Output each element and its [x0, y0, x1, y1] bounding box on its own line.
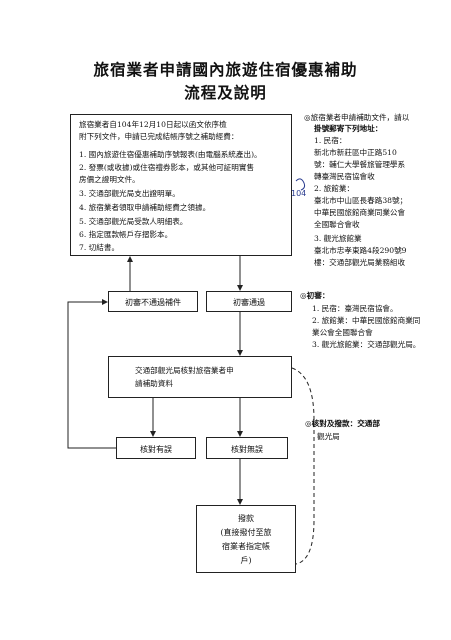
document-item: 7. 切結書。	[79, 243, 120, 252]
note-line: 2. 旅館業：	[314, 184, 355, 193]
page-title: 旅宿業者申請國內旅遊住宿優惠補助	[93, 60, 358, 79]
document-item: 5. 交通部觀光局受款人明細表。	[79, 217, 188, 226]
page-subtitle: 流程及說明	[184, 83, 267, 102]
note-line: 中華民國旅館商業同業公會	[314, 208, 406, 217]
box-label: 宿業者指定帳	[222, 542, 270, 551]
note-line: ◎旅宿業者申請補助文件，請以	[304, 113, 410, 122]
note-line: 臺北市忠孝東路4段290號9	[314, 246, 407, 255]
note-line: 全國聯合會收	[314, 220, 360, 229]
document-item: 房價之證明文件。	[79, 175, 140, 184]
box-label: 初審通過	[233, 298, 265, 307]
document-item: 1. 國內旅遊住宿優惠補助序號報表(由電腦系統產出)。	[79, 150, 262, 159]
note-line: 1. 民宿：	[314, 136, 347, 145]
payment-box: 撥款 (直接撥付至旅 宿業者指定帳 戶)	[196, 505, 296, 573]
note-line: 臺北市中山區長春路38號；	[314, 196, 408, 205]
box-label: 核對無誤	[231, 445, 263, 454]
first-review-fail-box: 初審不通過補件	[108, 291, 198, 312]
intro-line: 附下列文件，申請已完成結帳序號之補助經費：	[79, 132, 239, 141]
note-line: ◎核對及撥款：交通部	[305, 419, 380, 428]
box-label: 撥款	[238, 514, 254, 523]
note-line: 1. 民宿：臺灣民宿協會。	[312, 304, 398, 313]
note-line: 業公會全國聯合會	[312, 328, 373, 337]
note-line: 號：輔仁大學餐旅管理學系	[314, 160, 406, 169]
note-line: 掛號郵寄下列地址：	[314, 124, 383, 133]
required-documents-box: 旅宿業者自104年12月10日起以函文依序檢 附下列文件，申請已完成結帳序號之補…	[70, 114, 292, 256]
box-label: 初審不通過補件	[125, 298, 181, 307]
document-item: 3. 交通部觀光局支出證明單。	[79, 189, 180, 198]
intro-line: 旅宿業者自104年12月10日起以函文依序檢	[79, 120, 227, 129]
handwritten-note: 104	[291, 189, 307, 198]
note-line: 樓：交通部觀光局業務組收	[314, 258, 406, 267]
verification-error-box: 核對有誤	[116, 437, 196, 459]
note-line: 新北市新莊區中正路510	[314, 148, 397, 157]
box-label: 請補助資料	[135, 379, 173, 388]
verification-box: 交通部觀光局核對旅宿業者申 請補助資料	[108, 356, 292, 398]
note-line: 轉臺灣民宿協會收	[314, 172, 375, 181]
first-review-pass-box: 初審通過	[206, 291, 292, 312]
verification-ok-box: 核對無誤	[206, 437, 288, 459]
first-review-heading: ◎初審：	[300, 291, 330, 300]
note-line: 3. 觀光旅館業：交通部觀光局。	[312, 340, 421, 349]
note-line: 3. 觀光旅館業	[314, 234, 362, 243]
box-label: 交通部觀光局核對旅宿業者申	[135, 366, 234, 375]
box-label: 戶)	[240, 556, 252, 565]
note-line: 2. 旅館業：中華民國旅館商業同	[312, 316, 421, 325]
note-line: 觀光局	[317, 432, 340, 441]
document-item: 2. 發票(或收據)或住宿禮券影本，或其他可証明實售	[79, 163, 255, 172]
box-label: (直接撥付至旅	[220, 528, 272, 537]
document-item: 4. 旅宿業者領取申請補助經費之領據。	[79, 203, 211, 212]
document-item: 6. 指定匯款帳戶存摺影本。	[79, 230, 173, 239]
box-label: 核對有誤	[140, 445, 172, 454]
